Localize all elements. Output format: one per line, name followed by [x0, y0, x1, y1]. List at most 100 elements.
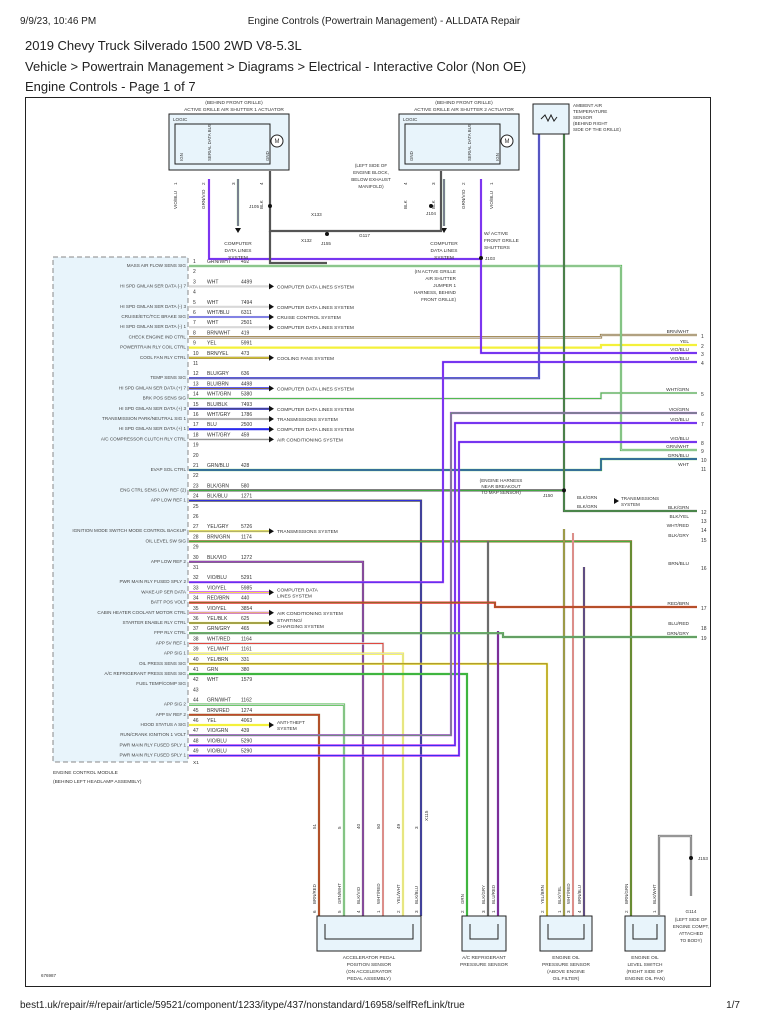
shutter-2-actuator-pin-number: 4 [403, 182, 408, 185]
offpage-wire-label: VIO/BLU [670, 436, 689, 442]
ecm-pin-number: 11 [193, 361, 198, 367]
shutter-2-actuator-pin-label: GND [409, 151, 414, 161]
oil-level-switch-label: LEVEL SWITCH [627, 962, 663, 968]
ambient-sensor-label: TEMPERATURE [573, 109, 607, 114]
ecm-wire-pin-8-stripe [189, 334, 697, 338]
ecm-pin-number: 48 [193, 738, 199, 744]
ecm-pin-number: 2 [193, 269, 196, 275]
splice-j104-label: J104 [426, 211, 436, 216]
ecm-wire-color-label: YEL [207, 718, 217, 724]
ecm-circuit-number: 6311 [241, 310, 252, 316]
ecm-pin-number: 38 [193, 636, 199, 642]
ecm-wire-pin-39-stripe [189, 653, 404, 916]
ecm-circuit-number: 1579 [241, 677, 252, 683]
splice-j104-icon [429, 204, 433, 208]
ecm-circuit-number: 625 [241, 616, 250, 622]
ecm-pin-number: 13 [193, 381, 199, 387]
shutter-1-actuator-logic-box [174, 123, 271, 165]
oil-pressure-sensor-pin-number: 2 [540, 910, 545, 913]
system-destination-label: LINES SYSTEM [277, 593, 312, 599]
offpage-connector-number: 9 [701, 449, 704, 455]
ac-refrigerant-sensor-box [461, 915, 507, 952]
shutter-ground-wire [268, 171, 443, 233]
system-arrow-icon [269, 354, 274, 361]
accelerator-pedal-sensor-label: (ON ACCELERATOR [346, 969, 392, 975]
print-page-title: Engine Controls (Powertrain Management) … [247, 16, 521, 27]
ecm-wire-pin-49-stripe [189, 441, 697, 757]
ecm-wire-color-label: YEL/BLK [207, 616, 228, 622]
ecm-connector-label: X1 [193, 760, 199, 766]
ground-g114-note: ENGINE COMPT, [673, 924, 709, 929]
breadcrumb-item-vehicle[interactable]: Vehicle [25, 59, 67, 74]
oil-pressure-sensor-box [539, 915, 593, 952]
footer-url[interactable]: best1.uk/repair/#/repair/article/59521/c… [20, 1000, 465, 1011]
system-destination-label: TRANSMISSIONS SYSTEM [277, 417, 338, 423]
offpage-wire-label: BLK/YEL [670, 514, 690, 520]
ac-refrigerant-sensor-pin-number: 1 [491, 910, 496, 913]
ecm-wire-pin-21-stripe [189, 458, 697, 471]
ecm-pin-number: 31 [193, 565, 199, 571]
ecm-circuit-number: 1274 [241, 708, 252, 714]
splice-j103-icon [479, 256, 483, 260]
shutter-1-actuator-pin-number: 3 [231, 182, 236, 185]
ecm-pin-number: 43 [193, 687, 199, 693]
offpage-connector-number: 16 [701, 566, 707, 572]
ecm-pin-signal: POWERTRAIN RLY COIL CTRL [120, 345, 186, 350]
ecm-pin-number: 7 [193, 320, 196, 326]
ecm-circuit-number: 380 [241, 667, 250, 673]
ecm-circuit-number: 2500 [241, 422, 252, 428]
offpage-wire-label: GRN/BLU [668, 453, 690, 459]
ecm-circuit-number: 1174 [241, 534, 252, 540]
system-destination-label: COMPUTER DATA [277, 587, 319, 593]
offpage-wire-label: VIO/BLU [670, 347, 689, 353]
ground-g117-label: G117 [359, 233, 370, 238]
ecm-wire-color-label: BRN/WHT [207, 330, 230, 336]
ecm-circuit-number: 440 [241, 596, 250, 602]
ecm-pin-number: 22 [193, 473, 199, 479]
jumper-harness-note: HARNESS, BEHIND [414, 290, 457, 295]
ecm-wire-color-label: WHT [207, 279, 218, 285]
ecm-pin-number: 1 [193, 259, 196, 265]
j103-note: FRONT GRILLE [484, 238, 519, 244]
system-arrow-icon [269, 405, 274, 412]
ecm-circuit-number: 428 [241, 463, 250, 469]
system-destination-label: SYSTEM [277, 726, 297, 732]
ecm-pin-number: 20 [193, 453, 199, 459]
ecm-circuit-number: 473 [241, 351, 250, 357]
shutter-2-actuator-pin-wire: BLK [431, 199, 436, 209]
ecm-module-box [52, 256, 189, 763]
ecm-circuit-number: 465 [241, 626, 250, 632]
ecm-pin-number: 6 [193, 310, 196, 316]
ecm-circuit-number: 439 [241, 728, 250, 734]
accelerator-pedal-sensor-label: POSITION SENSOR [347, 962, 392, 968]
oil-pressure-sensor-pin-number: 4 [577, 910, 582, 913]
ecm-circuit-number: 1272 [241, 555, 252, 561]
oil-pressure-sensor-pin-wire: BRN/BLU [577, 885, 582, 904]
ecm-wire-pin-39 [189, 652, 405, 916]
ecm-pin-number: 21 [193, 463, 199, 469]
offpage-wire-label: BLK/GRY [668, 533, 690, 539]
oil-level-switch-internal [632, 924, 658, 940]
ecm-pin-number: 42 [193, 677, 199, 683]
oil-pressure-sensor-pin-number: 1 [557, 910, 562, 913]
breadcrumb-item-powertrain[interactable]: Powertrain Management [81, 59, 224, 74]
ecm-wire-color-label: BRN/YEL [207, 351, 229, 357]
system-arrow-icon [269, 609, 274, 616]
ecm-pin-signal: CRUISE/ETC/TCC BRAKE SIG [121, 314, 186, 319]
breadcrumb-item-diagrams[interactable]: Diagrams [238, 59, 294, 74]
ecm-pin-number: 36 [193, 616, 199, 622]
offpage-connector-number: 2 [701, 344, 704, 350]
shutter-2-actuator-pin-wire: BLK [403, 199, 408, 209]
splice-j155-icon [325, 232, 329, 236]
breadcrumb-item-electrical[interactable]: Electrical - Interactive Color (Non OE) [308, 59, 527, 74]
system-destination-label: COMPUTER DATA LINES SYSTEM [277, 305, 354, 311]
system-destination-label: COOLING FANS SYSTEM [277, 356, 334, 362]
shutter-2-actuator-pin-label: IGN [495, 153, 500, 161]
offpage-wire-label: VIO/BLU [670, 417, 689, 423]
figure-id: 676987 [41, 973, 57, 978]
accelerator-pedal-sensor-pin-number: 4 [356, 910, 361, 913]
breadcrumb-separator: > [66, 59, 82, 74]
shutter-1-actuator-pin-wire: BLK [259, 199, 264, 209]
accelerator-pedal-sensor-pin-wire: GRN/WHT [337, 883, 342, 904]
